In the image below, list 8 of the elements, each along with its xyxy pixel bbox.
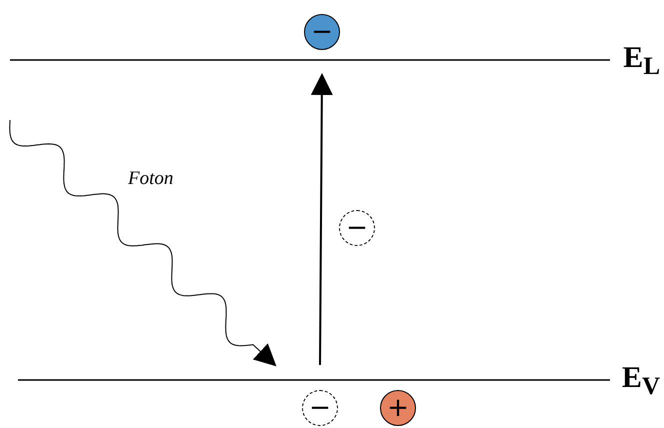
arrow (310, 73, 333, 365)
hole-circle: + (380, 390, 416, 426)
energy-level-label: E$_{V}$ (622, 363, 660, 402)
electron-circle: − (302, 390, 338, 426)
wavy-arrow (9, 120, 276, 366)
electron-circle: − (304, 14, 340, 50)
energy-level-label: E$_{L}$ (623, 43, 660, 82)
electron-circle: − (339, 210, 375, 246)
